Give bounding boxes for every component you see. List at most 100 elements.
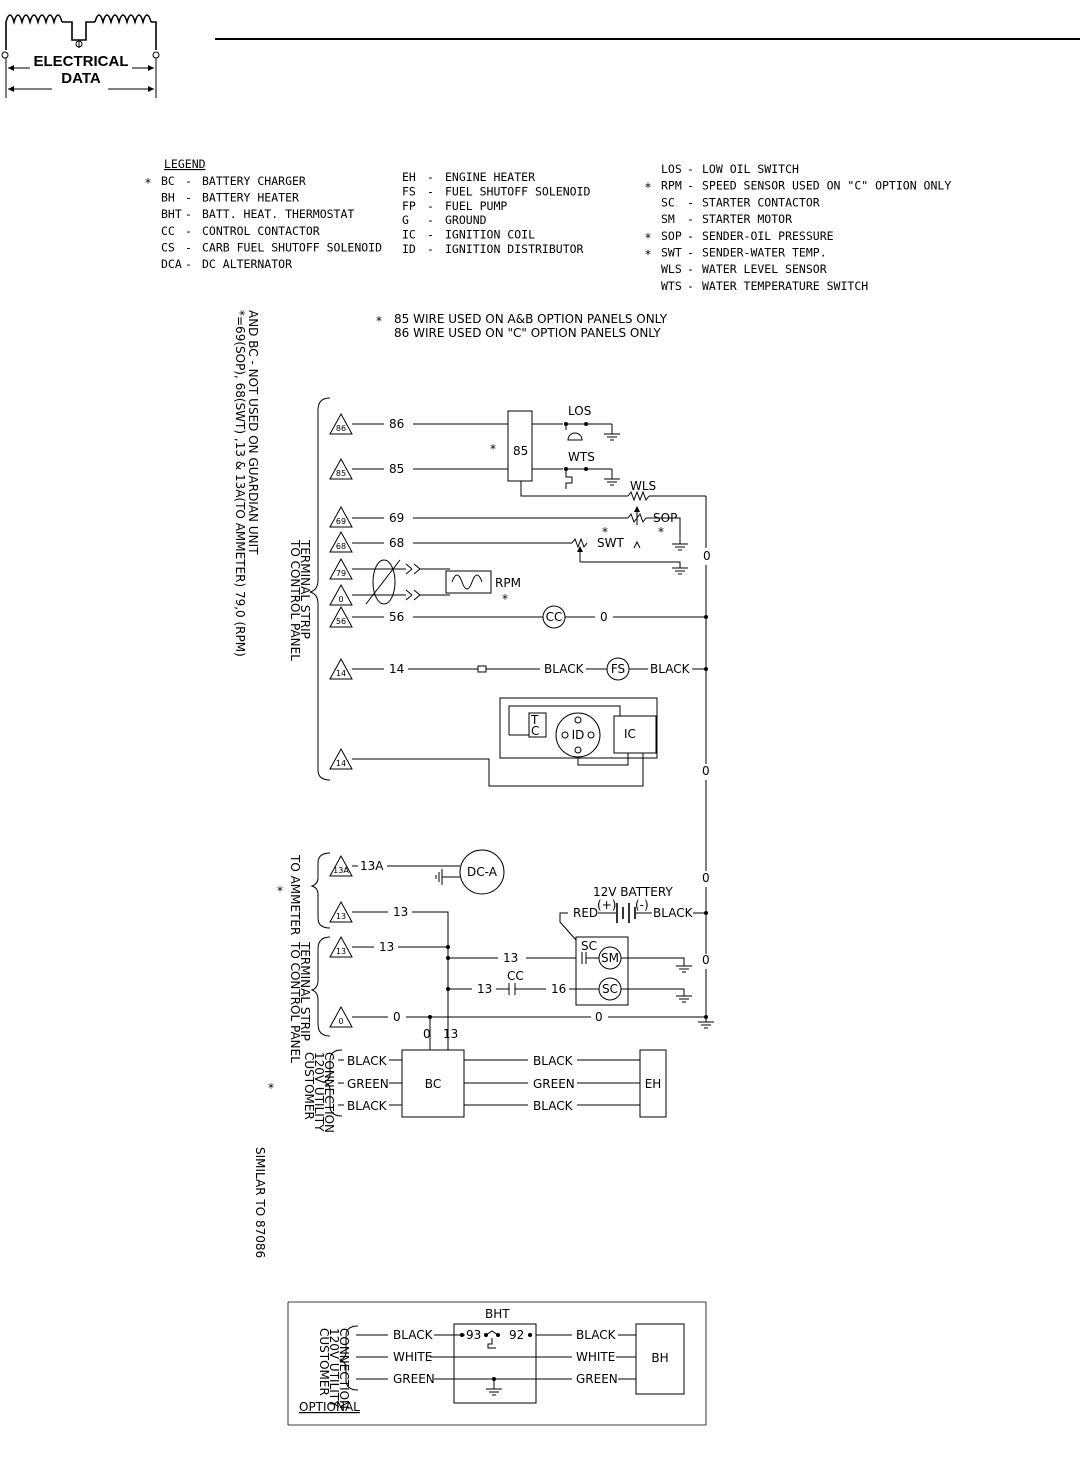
brace-customer-utility — [322, 1049, 343, 1117]
water-temp-switch-icon — [565, 469, 573, 489]
wire-label-13-ammeter: 13 — [393, 905, 408, 919]
control-panel-lower-label-2: TERMINAL STRIP — [298, 941, 312, 1041]
ground-icon — [604, 433, 620, 441]
battery-red: RED — [573, 906, 598, 920]
legend-code: BHT — [161, 207, 182, 221]
swt-label: SWT — [597, 536, 624, 550]
water-temp-sender-icon — [571, 537, 588, 549]
legend-row: BHT-BATT. HEAT. THERMOSTAT — [161, 207, 354, 221]
legend-code: BH — [161, 191, 175, 205]
legend-code: DCA — [161, 257, 182, 271]
legend-row: ID-IGNITION DISTRIBUTOR — [402, 242, 584, 256]
legend-description: FUEL SHUTOFF SOLENOID — [445, 184, 590, 198]
dca-label: DC-A — [467, 865, 498, 879]
bc-input-13: 13 — [443, 1027, 458, 1041]
ignition-tc-block — [528, 712, 547, 738]
fs-label: FS — [611, 662, 625, 676]
customer-opt-label-2: 120V UTILITY — [327, 1328, 341, 1408]
battery-icon — [598, 903, 652, 923]
legend-row: *SWT-SENDER-WATER TEMP. — [645, 246, 827, 262]
ground-icon — [672, 543, 688, 551]
terminal-68: 68 — [329, 530, 353, 553]
legend-code: SWT — [661, 246, 682, 260]
legend-description: CONTROL CONTACTOR — [202, 224, 320, 238]
legend-code: WTS — [661, 279, 682, 293]
legend-code: SC — [661, 195, 675, 209]
bc-in-black-1: BLACK — [347, 1054, 388, 1068]
legend-separator: - — [185, 174, 192, 188]
terminal-14-lower: 14 — [329, 747, 353, 770]
cc-contact-icon — [508, 983, 516, 995]
wire-label-13a: 13A — [360, 859, 384, 873]
svg-text:0: 0 — [338, 1017, 343, 1026]
wire-label-13-cc: 13 — [477, 982, 492, 996]
legend-description: GROUND — [445, 213, 487, 227]
starter-assembly — [575, 936, 629, 1006]
svg-text:68: 68 — [336, 542, 346, 551]
ic-label: IC — [624, 727, 636, 741]
legend-description: STARTER CONTACTOR — [702, 195, 820, 209]
legend-row: *SOP-SENDER-OIL PRESSURE — [645, 229, 834, 245]
terminal-13-ammeter: 13 — [329, 900, 353, 923]
legend-row: BH-BATTERY HEATER — [161, 191, 299, 205]
control-panel-label-2: TERMINAL STRIP — [298, 539, 312, 639]
battery-heater-thermostat — [453, 1323, 537, 1404]
wire-label-black-fs-2: BLACK — [650, 662, 691, 676]
legend-separator: - — [185, 224, 192, 238]
bht-in-black: BLACK — [393, 1328, 434, 1342]
svg-text:56: 56 — [336, 617, 346, 626]
sc-coil-label: SC — [602, 982, 618, 996]
legend-separator: - — [185, 207, 192, 221]
legend-separator: - — [687, 279, 694, 293]
ground-icon — [698, 1021, 714, 1029]
legend-row: IC-IGNITION COIL — [402, 228, 535, 242]
legend-row: FS-FUEL SHUTOFF SOLENOID — [402, 184, 590, 198]
eh-black-1: BLACK — [533, 1054, 574, 1068]
thermostat-switch-icon — [485, 1330, 499, 1336]
legend-description: ENGINE HEATER — [445, 170, 535, 184]
legend-code: SM — [661, 212, 675, 226]
ground-icon — [676, 995, 692, 1003]
legend-separator: - — [427, 228, 434, 242]
legend-description: SENDER-OIL PRESSURE — [702, 229, 834, 243]
ground-icon — [672, 567, 688, 575]
legend-asterisk: * — [145, 176, 151, 190]
optional-label: OPTIONAL — [299, 1400, 360, 1414]
legend-description: FUEL PUMP — [445, 199, 507, 213]
legend-separator: - — [427, 242, 434, 256]
bh-label: BH — [651, 1351, 668, 1365]
legend-separator: - — [687, 212, 694, 226]
electrical-data-badge: ELECTRICAL DATA — [1, 14, 160, 98]
legend-description: BATT. HEAT. THERMOSTAT — [202, 207, 354, 221]
battery-heater — [635, 1323, 685, 1395]
ammeter-label: TO AMMETER — [288, 854, 302, 935]
legend-separator: - — [687, 229, 694, 243]
legend-code: CS — [161, 240, 175, 254]
rpm-sensor — [445, 570, 492, 594]
bht-node-92: 92 — [509, 1328, 524, 1342]
cc-label: CC — [546, 610, 563, 624]
ammeter-asterisk: * — [277, 884, 283, 898]
side-note-line-1: *=69(SOP), 68(SWT) ,13 & 13A(TO AMMETER)… — [233, 310, 247, 657]
battery-label: 12V BATTERY — [593, 885, 673, 899]
legend-description: WATER LEVEL SENSOR — [702, 262, 827, 276]
customer-opt-label-1: CUSTOMER — [317, 1328, 331, 1396]
ground-icon — [604, 478, 620, 486]
legend-description: SPEED SENSOR USED ON "C" OPTION ONLY — [702, 179, 951, 193]
legend-separator: - — [427, 199, 434, 213]
terminal-13a: 13A — [329, 854, 353, 877]
control-panel-lower-label-1: TO CONTROL PANEL — [288, 941, 302, 1063]
wire-label-0-rail: 0 — [595, 1010, 603, 1024]
bc-in-green: GREEN — [347, 1077, 389, 1091]
terminal-85: 85 — [329, 457, 353, 480]
svg-text:79: 79 — [336, 569, 346, 578]
svg-text:14: 14 — [336, 759, 346, 768]
legend-row: SM-STARTER MOTOR — [661, 212, 792, 226]
terminal-79: 79 — [329, 557, 353, 580]
legend-separator: - — [427, 213, 434, 227]
legend-code: WLS — [661, 262, 682, 276]
wls-label: WLS — [630, 479, 656, 493]
ground-icon — [435, 869, 443, 885]
note-wire-86: 86 WIRE USED ON "C" OPTION PANELS ONLY — [394, 326, 661, 340]
brace-control-panel-lower — [310, 936, 331, 1037]
